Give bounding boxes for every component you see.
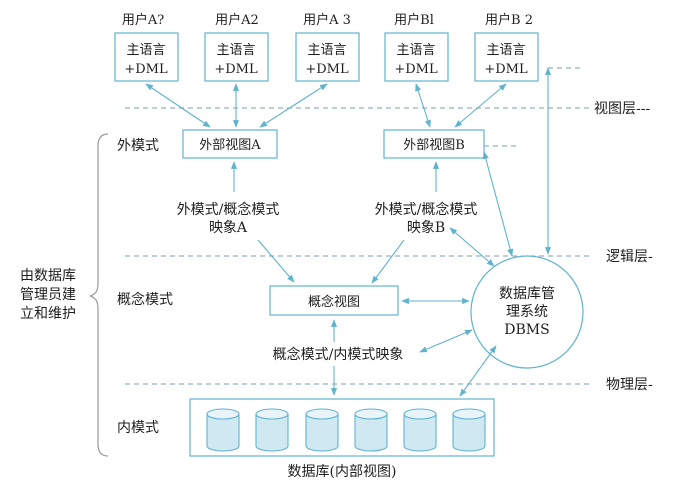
user-b2-label: 用户B 2 [485,12,533,28]
maintainer-line3: 立和维护 [20,306,76,322]
conceptual-view-label: 概念视图 [308,294,360,310]
arrows [145,67,552,397]
maintainer-line1: 由数据库 [20,268,76,284]
conceptual-schema-label: 概念模式 [117,291,173,308]
user-a3-box-line2: +DML [305,62,349,77]
dbms-circle [470,255,584,369]
arrow-mapping-a-conceptual [257,239,295,283]
arrow-view-b-dbms [482,151,514,257]
conceptual-view-box [269,285,399,316]
external-schema-label: 外模式 [117,138,159,154]
user-b2-box-line2: +DML [484,62,528,77]
user-a2-box-line2: +DML [214,62,258,77]
database-cylinder-icon [452,408,486,452]
arrow-user-a1-view-a [145,83,211,128]
dbms-line1: 数据库管 [499,286,555,302]
database-cylinder-icon [206,408,240,452]
internal-mapping-label: 概念模式/内模式映象 [273,346,404,363]
external-view-a-label: 外部视图A [199,138,261,153]
database-cylinder-icon [354,408,388,452]
external-view-b-box [383,129,485,159]
arrow-internal-mapping-dbms [419,329,473,353]
user-a3-program-box [295,32,360,82]
database-cylinder-icon [305,408,339,452]
database-cylinders [206,408,486,452]
external-view-a-box [182,129,278,159]
view-layer-label: 视图层--- [594,101,650,117]
internal-schema-label: 内模式 [117,420,159,436]
maintainer-line2: 管理员建 [20,287,76,303]
arrow-user-a3-view-a [259,83,328,128]
user-b2-program-box [474,32,539,82]
user-b1-box-line2: +DML [394,62,438,77]
arrow-user-b1-view-b [415,83,431,128]
arrow-mapping-b-conceptual [371,239,405,284]
mapping-b-line2: 映象B [407,220,445,236]
layer-separators [125,67,592,385]
database-cylinder-icon [255,408,289,452]
physical-layer-label: 物理层- [606,377,653,393]
dbms-line3: DBMS [504,322,549,338]
user-a3-box-line1: 主语言 [307,43,346,58]
mapping-a-line1: 外模式/概念模式 [177,201,280,218]
user-a1-box-line1: 主语言 [126,43,165,58]
user-a1-box-line2: +DML [124,62,168,77]
maintainer-bracket [89,133,109,457]
database-box [189,398,495,457]
external-view-b-label: 外部视图B [403,138,465,153]
user-a2-box-line1: 主语言 [216,43,255,58]
arrow-user-b2-view-b [454,83,507,128]
user-b1-program-box [384,32,449,82]
user-a1-label: 用户A? [122,12,164,28]
user-b2-box-line1: 主语言 [486,43,525,58]
user-a3-label: 用户A 3 [303,12,351,28]
user-b1-box-line1: 主语言 [396,43,435,58]
database-cylinder-icon [403,408,437,452]
mapping-a-line2: 映象A [209,220,248,236]
arrow-database-dbms [459,345,497,397]
user-a1-program-box [114,32,179,82]
arrow-mapping-b-dbms [449,227,495,267]
logic-layer-label: 逻辑层- [606,249,653,265]
database-caption: 数据库(内部视图) [288,464,397,480]
user-b1-label: 用户Bl [394,12,434,28]
mapping-b-line1: 外模式/概念模式 [375,201,478,218]
user-a2-label: 用户A2 [215,12,259,28]
dbms-line2: 理系统 [506,304,548,320]
user-a2-program-box [204,32,269,82]
